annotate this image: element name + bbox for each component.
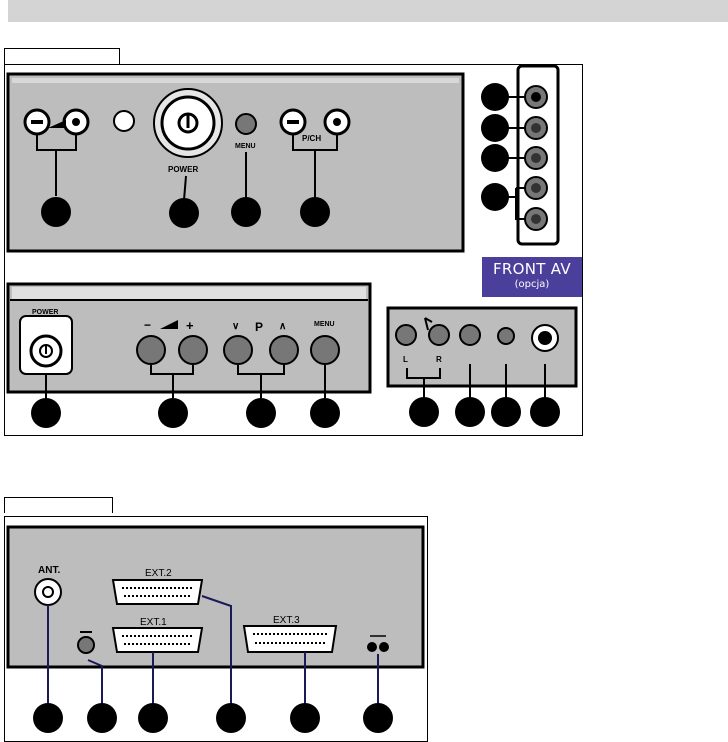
- ant-label: ANT.: [38, 565, 60, 576]
- callout-g-bottom: [491, 397, 521, 427]
- callout-f-side: [481, 144, 509, 172]
- callout-d-top: [231, 197, 261, 227]
- rear-audio-jack-2: [379, 642, 389, 652]
- callout-a-bottom: [31, 398, 61, 428]
- av-l-label: L: [403, 355, 408, 364]
- callout-l: [216, 703, 246, 733]
- channel-up-button-bottom: [269, 335, 299, 365]
- menu-button: [235, 113, 257, 135]
- callout-h-bottom: [530, 397, 560, 427]
- front-panel-body-top: [6, 72, 465, 253]
- callout-d-bottom: [310, 398, 340, 428]
- front-panel-tab: [4, 48, 120, 64]
- callout-h-side: [481, 83, 509, 111]
- callout-c-top: [300, 197, 330, 227]
- minus-label: −: [144, 318, 151, 332]
- ext1-label: EXT.1: [140, 617, 167, 628]
- callout-j: [87, 703, 117, 733]
- front-av-title: FRONT AV: [493, 260, 571, 278]
- ext1-scart: [111, 627, 204, 653]
- callout-a-top: [169, 198, 199, 228]
- callout-b-bottom: [158, 398, 188, 428]
- callout-b-top: [41, 197, 71, 227]
- callout-e-bottom: [409, 397, 439, 427]
- up-label: ∧: [279, 321, 286, 332]
- down-label: ∨: [232, 321, 239, 332]
- pch-label: P/CH: [302, 134, 321, 143]
- av-r-label: R: [436, 355, 442, 364]
- front-av-subtitle: (opcja): [514, 279, 550, 290]
- callout-m: [290, 703, 320, 733]
- ext2-label: EXT.2: [145, 568, 172, 579]
- callout-n: [363, 703, 393, 733]
- ext3-label: EXT.3: [273, 615, 300, 626]
- ir-sensor: [113, 110, 135, 132]
- header-bar: [8, 0, 728, 22]
- volume-up-button-bottom: [178, 335, 208, 365]
- menu-button-bottom: [310, 335, 340, 365]
- s-video-jack: [77, 636, 95, 654]
- callout-e-side: [481, 183, 509, 211]
- callout-i: [33, 703, 63, 733]
- callout-c-bottom: [246, 398, 276, 428]
- ext2-scart: [111, 579, 204, 605]
- channel-down-button-bottom: [223, 335, 253, 365]
- rear-panel-tab: [4, 497, 113, 513]
- menu-label-bottom: MENU: [314, 321, 335, 328]
- front-av-badge: FRONT AV (opcja): [482, 257, 582, 297]
- menu-label-top: MENU: [235, 143, 256, 150]
- p-label: P: [255, 320, 263, 334]
- volume-down-button-bottom: [136, 335, 166, 365]
- rear-panel-frame: [4, 516, 428, 742]
- callout-k: [138, 703, 168, 733]
- rear-audio-jack-1: [367, 642, 377, 652]
- callout-g-side: [481, 114, 509, 142]
- callout-f-bottom: [455, 397, 485, 427]
- ext3-scart: [242, 625, 338, 653]
- plus-label: +: [186, 318, 194, 333]
- power-label: POWER: [168, 165, 198, 174]
- power-label-bottom: POWER: [32, 309, 58, 316]
